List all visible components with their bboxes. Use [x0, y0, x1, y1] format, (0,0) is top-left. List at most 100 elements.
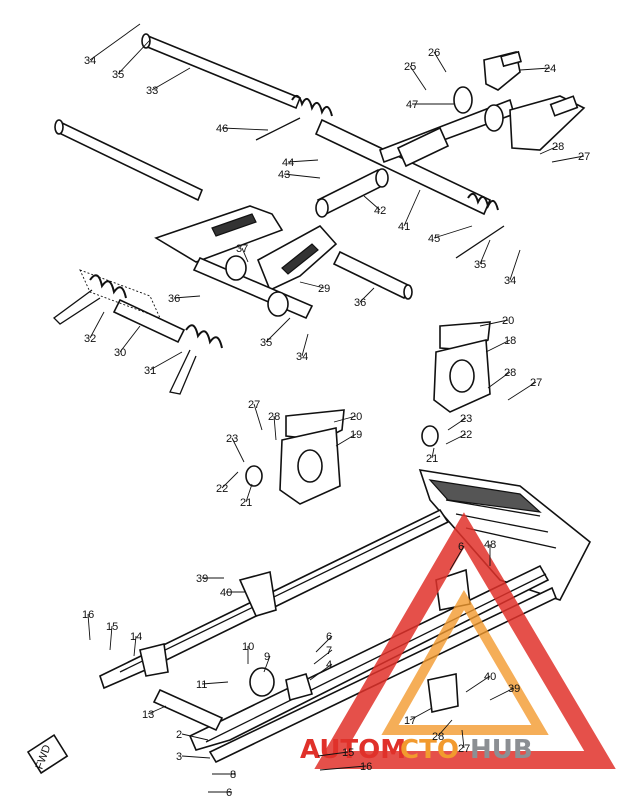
callout-label: 20 — [502, 315, 514, 327]
callout-leader — [507, 381, 537, 401]
callout-leader — [431, 447, 435, 459]
callout-leader — [117, 39, 151, 75]
callout-leader — [109, 625, 113, 651]
callout-leader — [479, 239, 491, 265]
callout-label: 19 — [350, 429, 362, 441]
spring-arm-2 — [455, 225, 505, 259]
callout-leader — [89, 311, 105, 339]
rail-bracket-17 — [427, 673, 459, 713]
callout-label: 24 — [544, 63, 556, 75]
callout-label: 31 — [144, 365, 156, 377]
callout-leader — [487, 371, 511, 389]
callout-leader — [359, 287, 375, 303]
callout-leader — [433, 225, 473, 239]
housing-19-bore — [297, 449, 323, 483]
callout-leader — [509, 249, 521, 281]
callout-leader — [119, 325, 141, 353]
rear-arm-slot — [281, 243, 319, 275]
callout-leader — [173, 295, 201, 299]
callout-label: 7 — [326, 645, 332, 657]
callout-leader — [489, 687, 515, 701]
callout-label: 34 — [84, 55, 96, 67]
callout-label: 6 — [326, 631, 332, 643]
callout-label: 37 — [236, 243, 248, 255]
watermark: AUTOM CTO HUB — [300, 512, 616, 769]
bushing-21-right — [421, 425, 439, 447]
callout-leader — [133, 635, 137, 657]
callout-label: 16 — [360, 761, 372, 773]
callout-label: 39 — [508, 683, 520, 695]
shaft-38-end — [403, 284, 413, 300]
callout-label: 3 — [176, 751, 182, 763]
callout-label: 28 — [504, 367, 516, 379]
cross-shaft-13 — [152, 688, 224, 732]
callout-label: 34 — [504, 275, 516, 287]
spring-arm — [255, 117, 301, 141]
pivot-bushing — [453, 86, 473, 114]
fwd-arrow-box — [26, 734, 69, 775]
shock-eye-2 — [375, 168, 389, 188]
callout-leader — [519, 67, 551, 71]
callout-leader — [181, 733, 209, 741]
callout-leader — [149, 351, 183, 371]
watermark-text-red: AUTOM — [300, 735, 406, 765]
callout-label: 16 — [82, 609, 94, 621]
callout-leader — [241, 247, 249, 263]
lower-left-shaft — [56, 120, 204, 202]
callout-label: 28 — [552, 141, 564, 153]
callout-label: 36 — [354, 297, 366, 309]
callout-label: 28 — [432, 731, 444, 743]
callout-leader — [445, 433, 467, 445]
callout-leader — [201, 681, 229, 685]
callout-leader — [253, 403, 263, 431]
callout-label: 41 — [398, 221, 410, 233]
callout-leader — [433, 51, 447, 73]
callout-leader — [313, 649, 333, 665]
callout-label: 45 — [428, 233, 440, 245]
callout-label: 48 — [484, 539, 496, 551]
callout-leader — [283, 173, 321, 179]
callout-label: 27 — [530, 377, 542, 389]
callout-leader — [333, 415, 357, 423]
callout-label: 27 — [578, 151, 590, 163]
callout-label: 15 — [106, 621, 118, 633]
callout-leader — [465, 675, 491, 693]
arm-hub — [225, 255, 247, 281]
callout-leader — [231, 437, 245, 463]
callout-leader — [221, 127, 269, 131]
callout-label: 15 — [342, 747, 354, 759]
callout-leader — [315, 635, 333, 653]
callout-leader — [89, 23, 141, 61]
rail-edge-right — [205, 573, 547, 743]
arm-hub-2 — [267, 291, 289, 317]
callout-leader — [449, 545, 465, 571]
callout-label: 34 — [296, 351, 308, 363]
upper-shaft — [144, 34, 302, 110]
callout-label: 36 — [168, 293, 180, 305]
callout-label: 11 — [196, 679, 207, 691]
spring-31 — [185, 324, 223, 349]
shaft-bracket — [396, 126, 450, 168]
main-tube — [314, 118, 492, 216]
spring-32 — [89, 274, 127, 299]
callout-leader — [299, 281, 325, 289]
callout-label: 22 — [216, 483, 228, 495]
callout-label: 33 — [146, 85, 158, 97]
callout-leader — [479, 319, 509, 327]
callout-leader — [447, 417, 467, 431]
callout-label: 27 — [248, 399, 260, 411]
callout-leader — [265, 317, 291, 343]
callout-leader — [335, 433, 357, 447]
callout-label: 10 — [242, 641, 254, 653]
callout-label: 43 — [278, 169, 290, 181]
track-tread — [428, 479, 542, 513]
rail-edge-left — [119, 515, 441, 673]
callout-label: 35 — [474, 259, 486, 271]
torsion-spring-46 — [291, 94, 333, 117]
watermark-text-orange: CTO — [400, 735, 459, 765]
callout-label: 44 — [282, 157, 294, 169]
callout-label: 40 — [484, 671, 496, 683]
shock-eye — [315, 198, 329, 218]
callout-leader — [273, 415, 277, 441]
